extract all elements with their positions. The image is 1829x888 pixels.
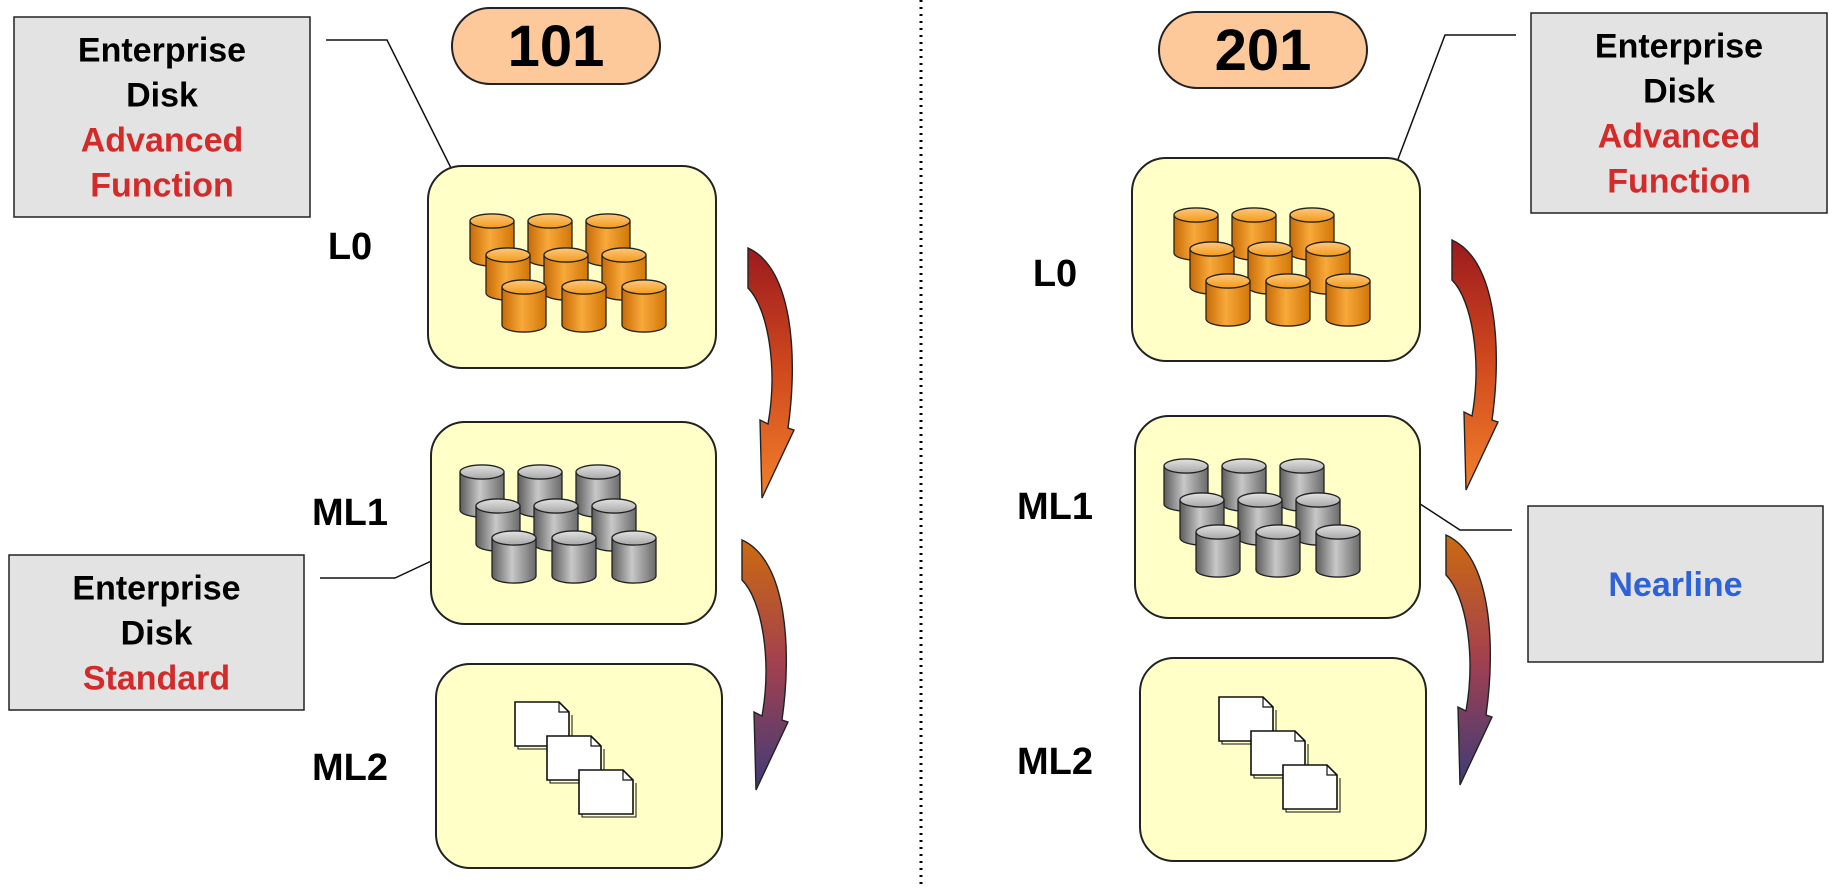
callout-text: Enterprise — [1595, 28, 1763, 66]
disk-cylinder — [1325, 273, 1371, 327]
model-badge — [451, 7, 661, 85]
callout-text: Function — [1607, 163, 1751, 201]
callout-text: Standard — [83, 660, 230, 698]
disk-cylinder — [1195, 524, 1241, 578]
migrate-l0-to-ml1-arrow — [747, 246, 795, 499]
callout-text: Enterprise — [78, 32, 246, 70]
disk-cylinder — [561, 279, 607, 333]
leader-line — [326, 39, 456, 177]
tier-label: ML1 — [312, 492, 388, 534]
callout-text: Advanced — [1598, 118, 1761, 156]
tier-label: ML2 — [1017, 741, 1093, 783]
orange-disk-cluster-icon — [1173, 207, 1371, 327]
disk-cylinder — [1315, 524, 1361, 578]
disk-cylinder — [1255, 524, 1301, 578]
tier-label: ML1 — [1017, 486, 1093, 528]
gray-disk-cluster-icon — [1163, 458, 1361, 578]
tier-ml2: ML2 — [312, 663, 723, 869]
tier-label: L0 — [1033, 253, 1077, 295]
leader-line — [1377, 34, 1516, 213]
migrate-ml1-to-ml2-arrow — [741, 538, 789, 791]
callout-text: Nearline — [1608, 566, 1742, 604]
orange-disk-cluster-icon — [469, 213, 667, 333]
disk-cylinder — [621, 279, 667, 333]
migrate-ml1-to-ml2-arrow — [1445, 533, 1493, 786]
disk-cylinder — [551, 530, 597, 584]
callout-text: Enterprise — [72, 570, 240, 608]
model-badge — [1158, 11, 1368, 89]
callout-box — [1530, 12, 1828, 214]
tier-ml1: ML1 — [312, 421, 717, 625]
callout-box — [13, 16, 311, 218]
tier-ml2: ML2 — [1017, 657, 1427, 862]
tape-document-stack-icon — [1218, 696, 1341, 813]
callout-text: Disk — [121, 615, 193, 653]
callout-text: Advanced — [81, 122, 244, 160]
disk-cylinder — [491, 530, 537, 584]
tier-label: L0 — [328, 226, 372, 268]
model-badge-text: 101 — [508, 14, 605, 79]
disk-cylinder — [611, 530, 657, 584]
model-badge-text: 201 — [1215, 18, 1312, 83]
disk-cylinder — [1265, 273, 1311, 327]
tier-l0: L0 — [328, 165, 717, 369]
disk-cylinder — [501, 279, 547, 333]
callout-text: Disk — [126, 77, 198, 115]
tape-document-stack-icon — [514, 701, 637, 818]
migrate-l0-to-ml1-arrow — [1451, 238, 1499, 491]
callout-text: Function — [90, 167, 234, 205]
callout-box — [1527, 505, 1824, 663]
callout-1: Nearline — [1527, 505, 1824, 663]
panel-101: 101L0ML1ML2EnterpriseDiskAdvancedFunctio… — [8, 7, 795, 869]
callout-box — [8, 554, 305, 711]
tier-ml1: ML1 — [1017, 415, 1421, 619]
tier-label: ML2 — [312, 747, 388, 789]
callout-text: Disk — [1643, 73, 1715, 111]
gray-disk-cluster-icon — [459, 464, 657, 584]
tier-l0: L0 — [1033, 157, 1421, 362]
disk-cylinder — [1205, 273, 1251, 327]
